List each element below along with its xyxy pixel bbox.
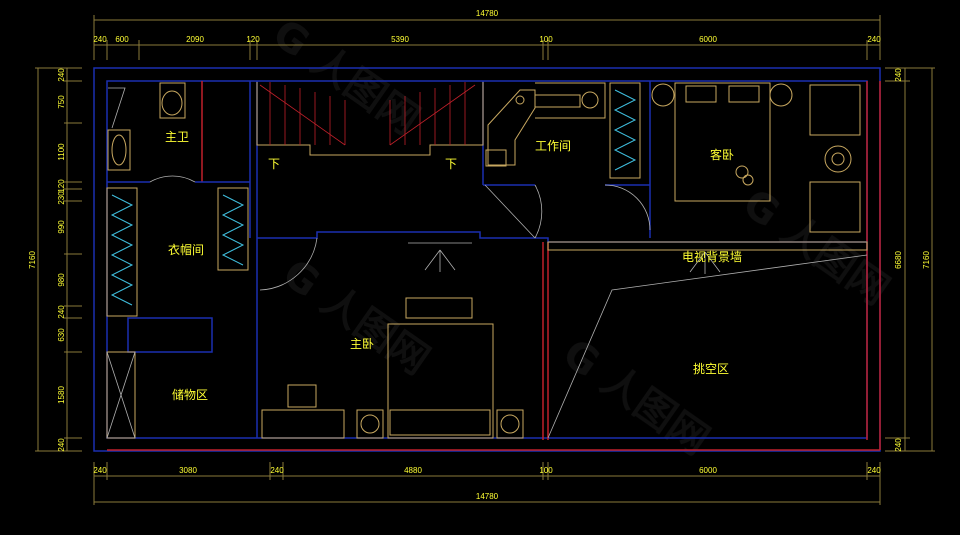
- room-label-tv-wall: 电视背景墙: [682, 249, 742, 264]
- svg-text:G 人图网: G 人图网: [264, 11, 427, 144]
- dim-label: 240: [894, 438, 903, 452]
- walls: [93, 67, 881, 452]
- dim-label: 630: [57, 328, 66, 342]
- dim-label: 240: [57, 305, 66, 319]
- dim-label: 240: [93, 35, 107, 44]
- dim-label: 3080: [179, 466, 197, 475]
- watermark: G 人图网 G 人图网 G 人图网 G 人图网: [264, 11, 897, 464]
- dim-total-top: 14780: [476, 9, 499, 18]
- svg-text:G 人图网: G 人图网: [274, 251, 437, 384]
- top-dimensions: 14780 240 600 2090 120 5390 100 6000 240: [93, 9, 881, 60]
- dim-label: 2090: [186, 35, 204, 44]
- dim-label: 4880: [404, 466, 422, 475]
- staircase: 下 下: [256, 82, 484, 171]
- dim-label: 6000: [699, 35, 717, 44]
- study-furniture: [485, 82, 606, 167]
- left-dimensions: 7160 240 750 1100 120 230 990 980 240 63…: [28, 67, 82, 452]
- dim-label: 100: [539, 35, 553, 44]
- room-labels: 主卫 衣帽间 储物区 主卧 工作间 客卧 电视背景墙 挑空区: [165, 130, 742, 402]
- dim-label: 240: [57, 68, 66, 82]
- room-label-master-bath: 主卫: [165, 130, 189, 144]
- dim-label: 240: [867, 35, 881, 44]
- room-label-study: 工作间: [535, 139, 571, 153]
- dim-label: 240: [57, 438, 66, 452]
- dim-total-right: 7160: [922, 251, 931, 269]
- dim-label: 240: [867, 466, 881, 475]
- wardrobes: [106, 82, 641, 439]
- dim-label: 230: [57, 191, 66, 205]
- stair-label-down: 下: [268, 157, 280, 171]
- room-label-void: 挑空区: [693, 362, 729, 376]
- dim-label: 5390: [391, 35, 409, 44]
- dim-label: 240: [270, 466, 284, 475]
- dim-label: 100: [539, 466, 553, 475]
- dim-label: 6680: [894, 251, 903, 269]
- master-bedroom-furniture: [261, 242, 524, 439]
- dim-label: 120: [57, 179, 66, 193]
- dim-total-left: 7160: [28, 251, 37, 269]
- room-label-master-bedroom: 主卧: [350, 337, 374, 351]
- room-label-guest-bedroom: 客卧: [710, 147, 734, 162]
- dim-label: 240: [894, 68, 903, 82]
- dim-label: 1580: [57, 386, 66, 404]
- right-dimensions: 240 6680 240 7160: [885, 67, 935, 452]
- dim-label: 1100: [57, 143, 66, 161]
- room-label-storage: 储物区: [172, 387, 208, 402]
- bathroom-fixtures: [107, 82, 186, 171]
- dim-label: 600: [115, 35, 129, 44]
- stair-label-down: 下: [445, 157, 457, 171]
- dim-label: 980: [57, 273, 66, 287]
- guest-bedroom-furniture: [547, 82, 868, 274]
- dim-label: 990: [57, 220, 66, 234]
- dim-total-bottom: 14780: [476, 492, 499, 501]
- dim-label: 240: [93, 466, 107, 475]
- dim-label: 6000: [699, 466, 717, 475]
- dim-label: 120: [246, 35, 260, 44]
- svg-text:G 人图网: G 人图网: [554, 331, 717, 464]
- dim-label: 750: [57, 95, 66, 109]
- room-label-cloakroom: 衣帽间: [168, 242, 204, 257]
- bottom-dimensions: 240 3080 240 4880 100 6000 240 14780: [93, 462, 881, 505]
